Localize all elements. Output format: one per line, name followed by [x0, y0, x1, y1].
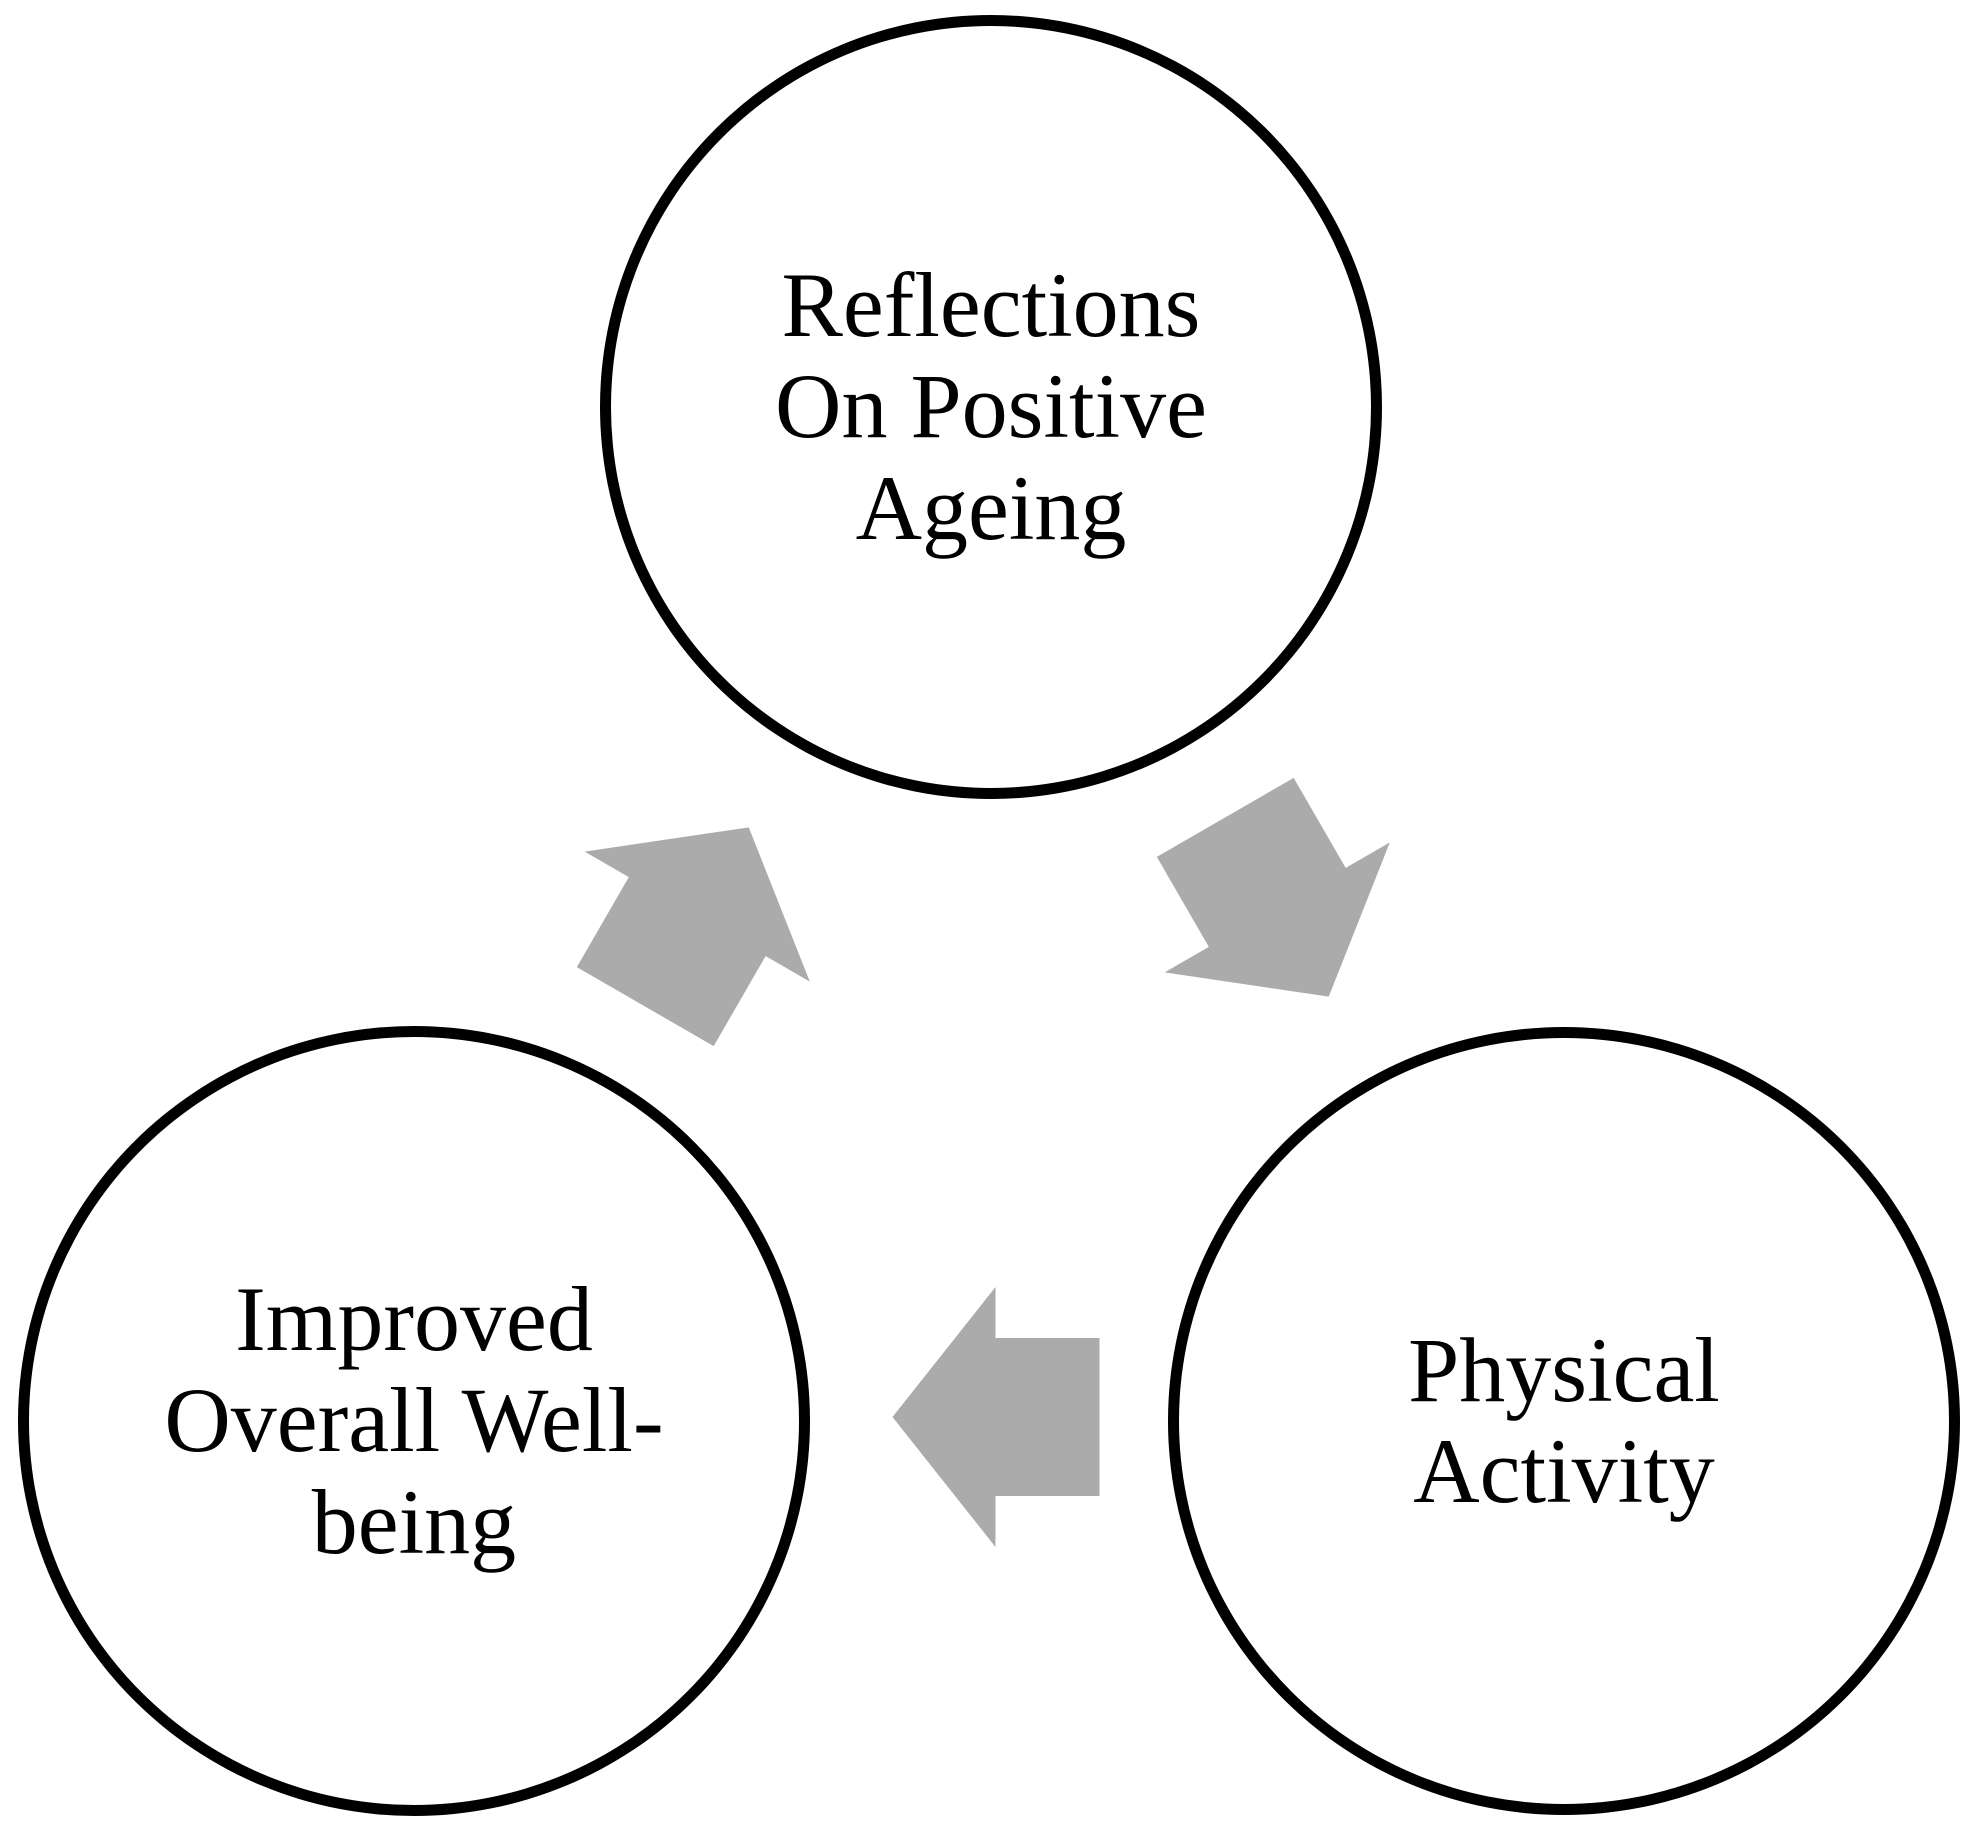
arrow-improved-wellbeing-to-reflections	[576, 827, 810, 1047]
node-label-line: On Positive	[775, 355, 1207, 458]
node-label-line: Physical	[1408, 1318, 1720, 1421]
node-physical-activity: Physical Activity	[1168, 1027, 1960, 1815]
node-label: Physical Activity	[1408, 1318, 1720, 1522]
node-label-line: Reflections	[781, 254, 1201, 357]
node-label-line: Activity	[1413, 1420, 1715, 1522]
arrow-physical-activity-to-improved-wellbeing	[892, 1287, 1100, 1547]
node-label-line: being	[311, 1470, 517, 1573]
node-label: Improved Overall Well- being	[164, 1269, 663, 1573]
node-improved-overall-wellbeing: Improved Overall Well- being	[18, 1026, 810, 1816]
node-label-line: Ageing	[855, 456, 1127, 559]
node-label-line: Overall Well-	[164, 1369, 664, 1472]
node-label: Reflections On Positive Ageing	[775, 255, 1207, 559]
node-reflections-on-positive-ageing: Reflections On Positive Ageing	[600, 15, 1382, 799]
arrow-reflections-to-physical-activity	[1156, 777, 1390, 997]
node-label-line: Improved	[235, 1268, 593, 1371]
